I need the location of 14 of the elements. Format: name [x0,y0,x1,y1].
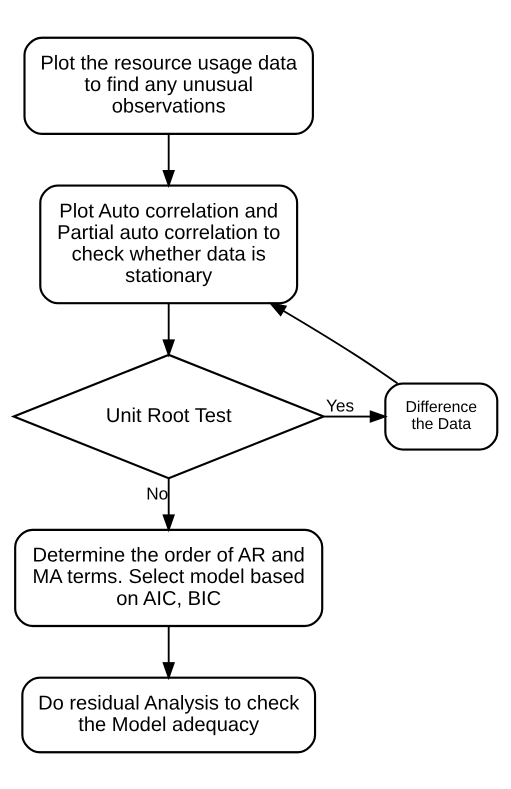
arrow [162,303,176,357]
arrow [162,133,176,188]
node-box: Determine the order of AR and MA terms. Select model based on AIC, BIC [14,528,324,627]
arrow [324,410,388,422]
arrow [268,302,398,384]
arrow [162,478,176,532]
edge-label: Yes [326,395,354,416]
node-diamond: Unit Root Test [10,353,327,479]
node-box: Difference the Data [384,382,498,450]
node-box: Plot the resource usage data to find any unusual observations [23,36,314,134]
arrow [162,626,176,680]
node-box: Do residual Analysis to check the Model adequacy [21,676,316,753]
edge-label: No [146,482,168,503]
node-box: Plot Auto correlation and Partial auto correlation to check whether data is stationary [39,184,298,304]
